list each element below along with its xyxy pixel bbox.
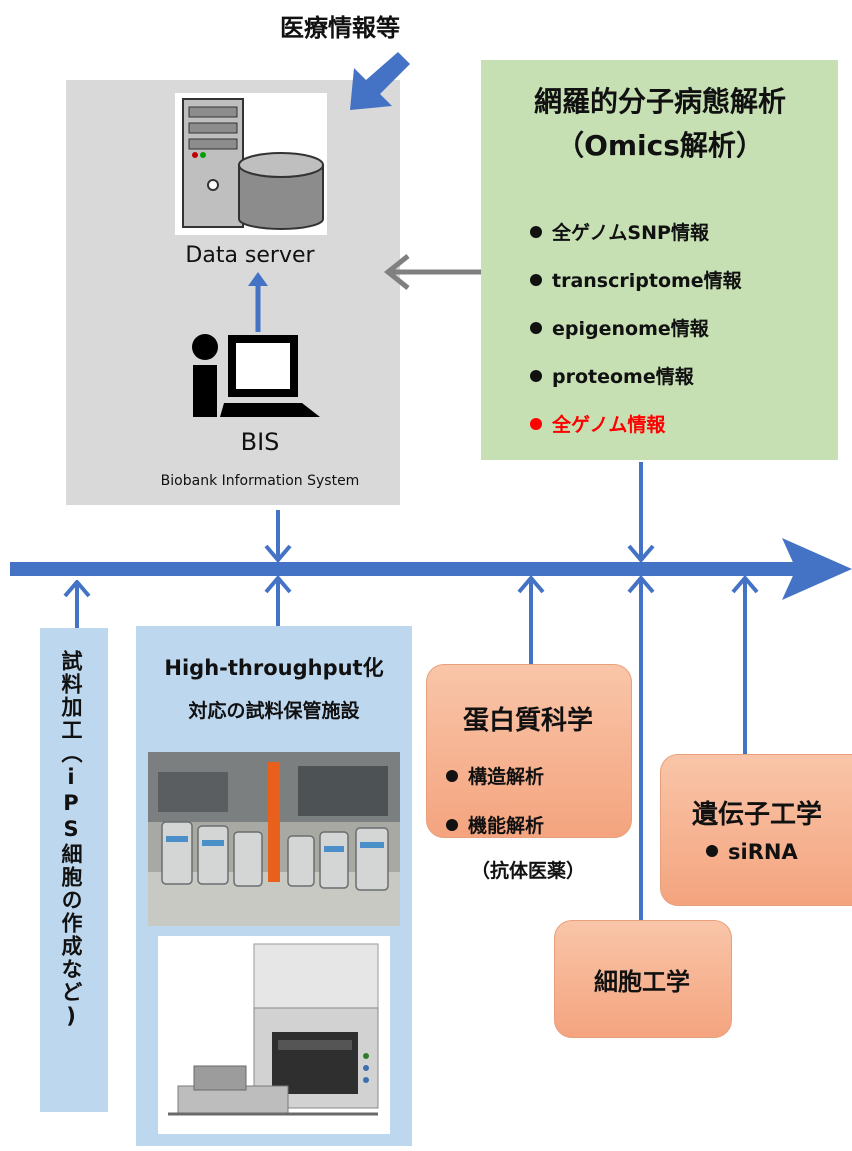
bullet-icon bbox=[530, 321, 542, 334]
storage-title-line1: High-throughput化 bbox=[164, 656, 384, 680]
bis-label: BIS bbox=[240, 428, 280, 456]
genetic-title: 遺伝子工学 bbox=[691, 800, 822, 830]
protein-item-text: 構造解析 bbox=[468, 766, 545, 788]
omics-panel bbox=[481, 60, 838, 460]
omics-item: 全ゲノムSNP情報 bbox=[530, 218, 709, 245]
storage-room-photo bbox=[148, 752, 400, 926]
protein-item: 構造解析 bbox=[446, 762, 544, 789]
bullet-icon bbox=[530, 225, 542, 238]
bis-to-server-arrow bbox=[248, 272, 268, 332]
omics-item: transcriptome情報 bbox=[530, 266, 742, 293]
protein-note: （抗体医薬） bbox=[470, 860, 585, 882]
sample-processing-panel bbox=[40, 628, 108, 1112]
bullet-icon bbox=[530, 417, 542, 430]
sample-processing-text: 試料加工（iPS細胞の作成など) bbox=[59, 650, 83, 1030]
cell-up-arrow bbox=[627, 576, 655, 920]
genetic-engineering-box bbox=[660, 754, 852, 906]
cell-engineering-box bbox=[554, 920, 732, 1038]
server-icon bbox=[175, 93, 327, 235]
processing-up-arrow bbox=[63, 580, 91, 630]
storage-title-line2: 対応の試料保管施設 bbox=[188, 700, 360, 722]
genetic-item-text: siRNA bbox=[728, 840, 798, 864]
protein-title: 蛋白質科学 bbox=[462, 706, 593, 736]
bis-down-arrow bbox=[264, 510, 292, 564]
protein-item: 機能解析 bbox=[446, 811, 544, 838]
omics-item-text: 全ゲノムSNP情報 bbox=[552, 222, 709, 244]
bullet-icon bbox=[530, 369, 542, 382]
omics-title-line2: （Omics解析） bbox=[556, 129, 764, 162]
genetic-item: siRNA bbox=[706, 840, 798, 864]
bullet-icon bbox=[706, 845, 718, 857]
main-timeline-arrow bbox=[10, 538, 852, 600]
protein-science-box bbox=[426, 664, 632, 838]
bullet-icon bbox=[530, 273, 542, 286]
storage-up-arrow bbox=[264, 576, 292, 628]
medical-info-label: 医療情報等 bbox=[280, 14, 400, 42]
genetic-up-arrow bbox=[731, 576, 759, 756]
omics-item-text: proteome情報 bbox=[552, 366, 694, 388]
bullet-icon bbox=[446, 818, 458, 831]
omics-item: proteome情報 bbox=[530, 362, 694, 389]
computer-user-icon bbox=[192, 334, 320, 417]
bis-subtitle: Biobank Information System bbox=[160, 473, 360, 489]
omics-item: epigenome情報 bbox=[530, 314, 709, 341]
omics-item-text: epigenome情報 bbox=[552, 318, 709, 340]
bullet-icon bbox=[446, 769, 458, 782]
omics-item-text: 全ゲノム情報 bbox=[552, 414, 666, 436]
protein-up-arrow bbox=[517, 576, 545, 666]
cell-title: 細胞工学 bbox=[594, 968, 690, 996]
omics-item-text: transcriptome情報 bbox=[552, 270, 742, 292]
omics-to-server-arrow bbox=[383, 254, 482, 290]
automated-storage-photo bbox=[158, 936, 390, 1134]
data-server-label: Data server bbox=[185, 243, 315, 268]
incoming-arrow bbox=[350, 52, 410, 110]
omics-title-line1: 網羅的分子病態解析 bbox=[533, 85, 786, 118]
omics-item-highlight: 全ゲノム情報 bbox=[530, 410, 665, 437]
omics-down-arrow bbox=[627, 462, 655, 564]
protein-item-text: 機能解析 bbox=[468, 815, 545, 837]
